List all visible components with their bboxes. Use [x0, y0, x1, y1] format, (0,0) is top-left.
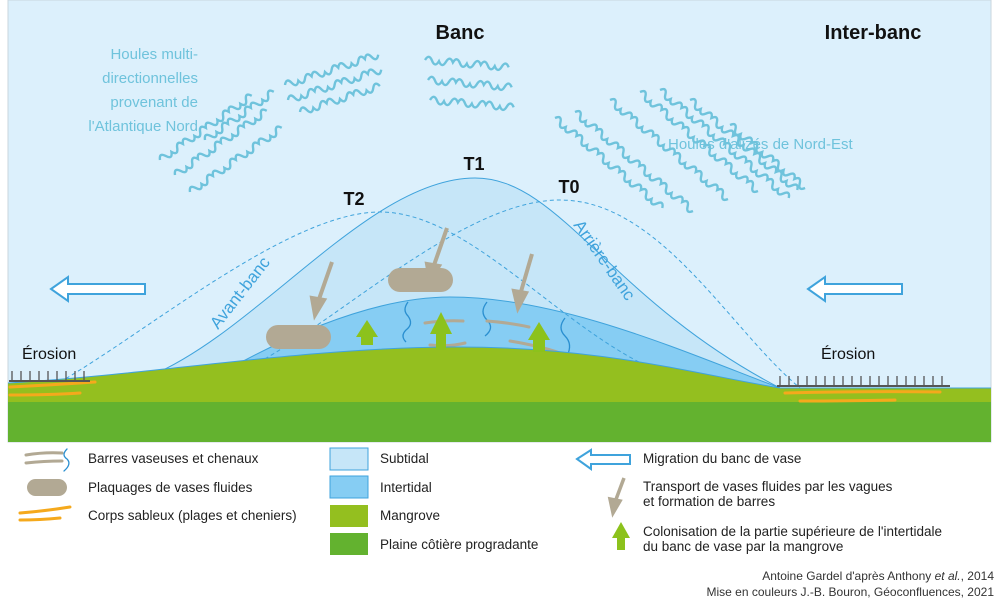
wave-line	[298, 82, 381, 114]
mud-transport-arrows	[309, 227, 534, 321]
fluid-mud-patch	[388, 268, 453, 292]
stage-t1: T1	[463, 154, 484, 174]
bank-profile-t0	[239, 199, 801, 389]
label-erosion-left: Érosion	[22, 344, 76, 363]
credit-author: Antoine Gardel d'après Anthony	[762, 569, 934, 583]
legend-subtidal-label: Subtidal	[380, 451, 429, 466]
sand-bodies	[8, 380, 942, 403]
legend-subtidal-swatch	[329, 447, 369, 471]
wave-line	[639, 89, 759, 194]
wave-line	[188, 125, 283, 193]
wave-label-left-1: Houles multi-	[110, 46, 198, 63]
title-banc: Banc	[436, 22, 485, 44]
mangrove-zone	[8, 346, 991, 402]
stage-t0: T0	[558, 177, 579, 197]
legend-plaine-label: Plaine côtière progradante	[380, 537, 538, 552]
wave-line	[426, 75, 513, 92]
wave-line	[574, 109, 694, 214]
wave-line	[203, 89, 275, 141]
wave-label-left-4: l'Atlantique Nord	[88, 118, 198, 135]
legend-plaquages-icon	[27, 479, 67, 496]
credit-line-1: Antoine Gardel d'après Anthony et al., 2…	[762, 569, 994, 583]
legend-transport-icon	[607, 477, 626, 518]
mangrove-colonisation-arrows	[356, 312, 550, 352]
coastal-plain	[8, 402, 991, 442]
label-erosion-right: Érosion	[821, 344, 875, 363]
legend-migration-icon	[575, 448, 631, 471]
waves-group	[158, 53, 806, 214]
legend-migration-label: Migration du banc de vase	[643, 451, 801, 466]
wave-line	[689, 97, 799, 191]
wave-line	[659, 87, 791, 199]
erosion-fences	[9, 371, 950, 387]
migration-arrow-right	[806, 275, 903, 303]
wave-label-left-2: directionnelles	[102, 70, 198, 87]
legend-sand-icon	[18, 505, 72, 522]
title-inter-banc: Inter-banc	[825, 22, 922, 44]
wave-line	[609, 97, 729, 202]
legend-transport-label-2: et formation de barres	[643, 494, 775, 509]
intertidal-edge-line	[7, 346, 991, 389]
wave-label-left-3: provenant de	[110, 94, 198, 111]
legend-mangrove-swatch	[330, 505, 368, 527]
fluid-mud-patch	[266, 325, 331, 349]
wave-line	[286, 68, 383, 102]
wave-line	[283, 53, 380, 87]
wave-line	[428, 95, 515, 112]
wave-label-right: Houles d'alizés de Nord-Est	[668, 136, 853, 153]
wave-line	[729, 122, 806, 191]
legend-colonisation-icon	[612, 522, 630, 550]
legend-barres-icon	[24, 448, 70, 472]
credit-etal: et al.	[935, 569, 961, 583]
wave-line	[173, 108, 268, 176]
wave-line	[158, 93, 253, 161]
credit-year: , 2014	[961, 569, 995, 583]
legend-colonisation-label-1: Colonisation de la partie supérieure de …	[643, 524, 942, 539]
legend-sand-label: Corps sableux (plages et cheniers)	[88, 508, 297, 523]
credit-line-2: Mise en couleurs J.-B. Bouron, Géoconflu…	[707, 585, 995, 599]
migration-arrow-left	[49, 275, 146, 303]
wave-line	[554, 115, 664, 209]
legend-plaine-swatch	[330, 533, 368, 555]
legend-mangrove-label: Mangrove	[380, 508, 440, 523]
legend-colonisation-label-2: du banc de vase par la mangrove	[643, 539, 843, 554]
legend: Barres vaseuses et chenaux Plaquages de …	[18, 447, 942, 555]
legend-plaquages-label: Plaquages de vases fluides	[88, 480, 253, 495]
legend-intertidal-swatch	[329, 475, 369, 499]
wave-line	[423, 55, 510, 72]
legend-transport-label-1: Transport de vases fluides par les vague…	[643, 479, 893, 494]
stage-t2: T2	[343, 189, 364, 209]
bank-profile-t2	[59, 211, 661, 383]
legend-barres-label: Barres vaseuses et chenaux	[88, 451, 259, 466]
legend-intertidal-label: Intertidal	[380, 480, 432, 495]
